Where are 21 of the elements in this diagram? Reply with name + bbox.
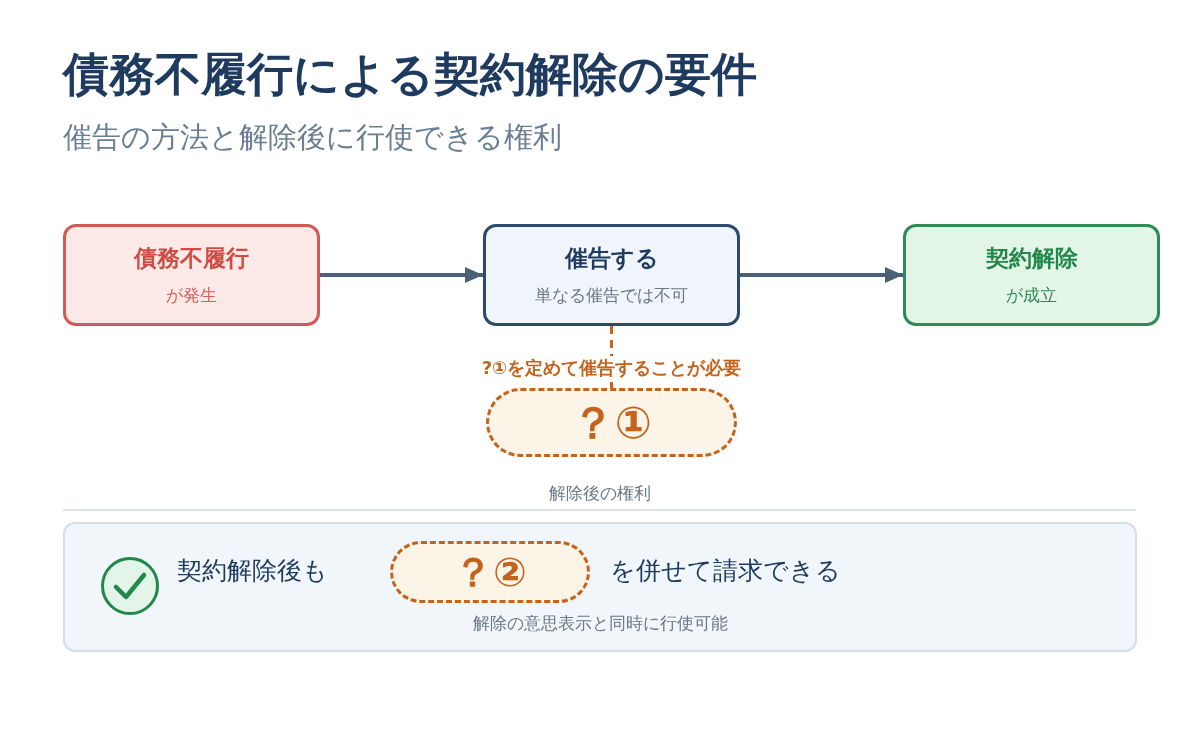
- blank-pill: ？①: [486, 388, 737, 457]
- note-text: 解除の意思表示と同時に行使可能: [472, 612, 728, 634]
- box-title: 契約解除: [985, 244, 1078, 272]
- box-title: 催告する: [564, 244, 659, 272]
- title: 債務不履行による契約解除の要件: [63, 47, 757, 102]
- info-panel: [63, 522, 1137, 652]
- dashed-line: [610, 326, 613, 388]
- step-box: [63, 224, 320, 326]
- box-subtitle: が成立: [1006, 284, 1057, 306]
- step-box: [903, 224, 1160, 326]
- arrow: [740, 267, 903, 283]
- panel-text: を併せて請求できる: [610, 555, 841, 587]
- section-label: 解除後の権利: [549, 482, 651, 504]
- box-subtitle: 単なる催告では不可: [535, 284, 688, 306]
- panel-text: 契約解除後も: [177, 555, 328, 587]
- subtitle: 催告の方法と解除後に行使できる権利: [63, 119, 562, 155]
- blank-pill: ？②: [390, 541, 590, 603]
- arrow: [320, 267, 483, 283]
- step-box: [483, 224, 740, 326]
- box-subtitle: が発生: [166, 284, 217, 306]
- box-title: 債務不履行: [134, 244, 249, 272]
